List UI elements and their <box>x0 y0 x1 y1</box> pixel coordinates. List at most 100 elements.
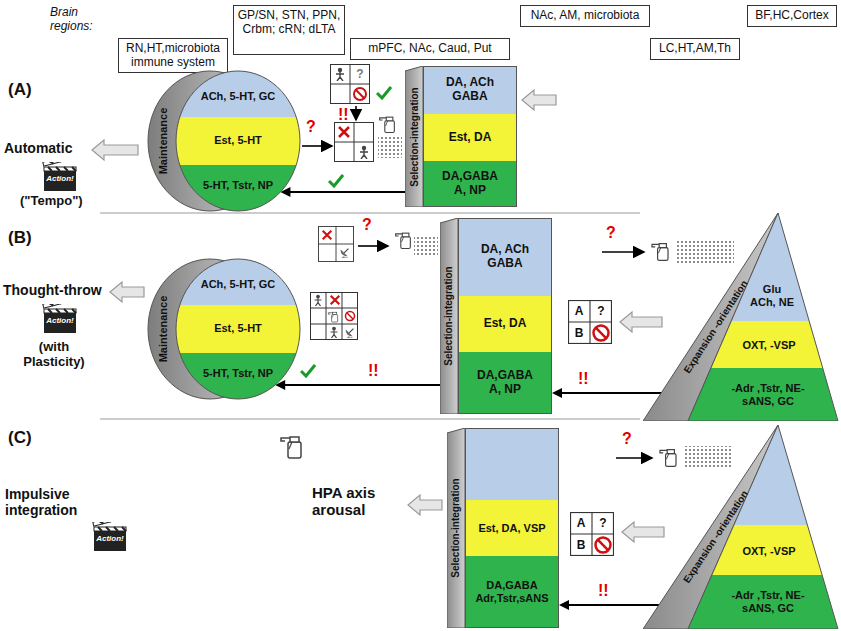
maintenance-cylinder: MaintenanceACh, 5-HT, GCEst, 5-HT5-HT, T… <box>146 70 302 212</box>
label-text: !! <box>368 362 379 380</box>
illustration-part <box>346 312 355 321</box>
band-text: DA,GABA A, NP <box>437 170 503 198</box>
band-text: 5-HT, Tstr, NP <box>203 367 273 380</box>
box-face <box>424 67 517 207</box>
band-text: -Adr ,Tstr, NE-sANS, GC <box>718 589 818 614</box>
band-text: Est, DA <box>484 317 527 331</box>
box-face <box>459 219 552 414</box>
selection-box: Selection-integrationDA, ACh GABA Est, DA… <box>440 218 552 414</box>
band-label: DA, ACh GABA <box>458 218 552 296</box>
box-side <box>447 428 465 628</box>
box-band <box>423 114 517 161</box>
illustration-part <box>570 512 614 556</box>
illustration-part <box>331 327 338 338</box>
region-text: GP/SN, STN, PPN, Crbm; cRN; dLTA <box>237 8 341 37</box>
illustration-part <box>378 136 402 158</box>
illustration-part <box>43 154 76 191</box>
expansion-pyramid: Expansion -orientationGlu ACh, NEOXT, -V… <box>643 213 839 421</box>
box-band <box>423 66 517 114</box>
box-band <box>465 500 559 556</box>
band-label: OXT, -VSP <box>723 325 815 365</box>
shape-part <box>146 353 302 400</box>
label-text: (A) <box>8 80 32 100</box>
pyramid-bands <box>643 425 839 629</box>
illustration-part <box>408 495 442 515</box>
shape-part <box>146 70 302 117</box>
side-label: Selection-integration <box>449 432 463 624</box>
row-divider <box>100 213 640 419</box>
illustration-part <box>594 326 609 341</box>
region-box: BF,HC,Cortex <box>747 5 837 27</box>
label-text: (B) <box>8 228 32 248</box>
shape-part <box>146 258 302 305</box>
label-text: Action! <box>44 316 76 325</box>
band-label: Est, 5-HT <box>186 308 290 348</box>
small-arrow <box>302 106 652 458</box>
selection-box: Selection-integration Est, DA, VSP DA,GABA… <box>447 428 559 628</box>
region-box: mPFC, NAc, Caud, Put <box>350 38 510 60</box>
illustration-part <box>100 213 640 214</box>
illustration-part <box>281 437 301 458</box>
box-band <box>458 218 552 296</box>
illustration-part <box>329 175 343 186</box>
band-label: DA,GABA A, NP <box>423 161 517 207</box>
region-text: mPFC, NAc, Caud, Put <box>354 41 506 55</box>
box-band <box>423 161 517 207</box>
maintenance-cylinder: Maintenance ACh, 5-HT, GC Est, 5-HT 5-HT, T… <box>146 258 302 400</box>
band-label: DA, ACh GABA <box>423 66 517 114</box>
label-text: ("Tempo") <box>20 194 83 209</box>
arrow-head <box>559 600 569 610</box>
label-text: Impulsive integration <box>5 486 95 518</box>
illustration-part <box>616 457 652 459</box>
band-label: OXT, -VSP <box>723 529 815 573</box>
flow-arrow <box>552 388 661 398</box>
illustration-part <box>676 240 734 264</box>
label-text: !! <box>578 370 589 388</box>
pyramid-face <box>688 213 838 421</box>
label-text: Action! <box>44 174 76 183</box>
band-label: Est, DA <box>423 114 517 161</box>
box-side <box>405 66 423 207</box>
illustration-part <box>620 312 662 332</box>
illustration-part <box>339 127 349 137</box>
illustration-part <box>652 244 668 261</box>
box-band <box>458 352 552 414</box>
band-label: Est, DA <box>458 296 552 352</box>
shape-part <box>643 575 839 629</box>
side-label: Maintenance <box>156 279 170 379</box>
region-box: NAc, AM, microbiota <box>520 5 650 27</box>
illustration-part <box>100 419 640 420</box>
band-text: Est, DA <box>449 131 492 145</box>
band-label: Est, 5-HT <box>186 120 290 160</box>
pyramid-bands <box>643 213 839 421</box>
illustration-part <box>43 296 76 333</box>
label-text: !! <box>338 106 349 124</box>
cylinder-bands <box>146 258 302 400</box>
illustration-part <box>92 140 138 160</box>
illustration-part <box>380 117 395 132</box>
side-label: Selection-integration <box>442 222 456 410</box>
region-box: LC,HT,AM,Th <box>650 38 740 60</box>
illustration-part <box>318 226 354 262</box>
illustration-part <box>341 249 349 258</box>
illustration-part <box>346 329 354 338</box>
illustration-part <box>354 88 366 100</box>
band-text: Glu ACh, NE <box>749 283 795 308</box>
band-text: 5-HT, Tstr, NP <box>203 179 273 192</box>
illustration-part <box>336 68 344 81</box>
band-text: Est, DA, VSP <box>478 522 545 535</box>
box-band <box>465 428 559 500</box>
side-label: Selection-integration <box>407 70 421 203</box>
illustration-part <box>315 295 322 306</box>
band-text: DA,GABA Adr,Tstr,sANS <box>468 579 556 604</box>
label-text: ? <box>306 118 316 136</box>
band-label: 5-HT, Tstr, NP <box>186 168 290 202</box>
label-text: (C) <box>8 428 32 448</box>
label-text: ? <box>362 216 372 234</box>
box-face <box>466 429 559 628</box>
illustration-part <box>684 446 732 468</box>
label-text: Thought-throw <box>3 282 102 298</box>
band-text: ACh, 5-HT, GC <box>201 278 276 291</box>
check-mark <box>301 87 391 376</box>
shape-part <box>643 213 839 321</box>
